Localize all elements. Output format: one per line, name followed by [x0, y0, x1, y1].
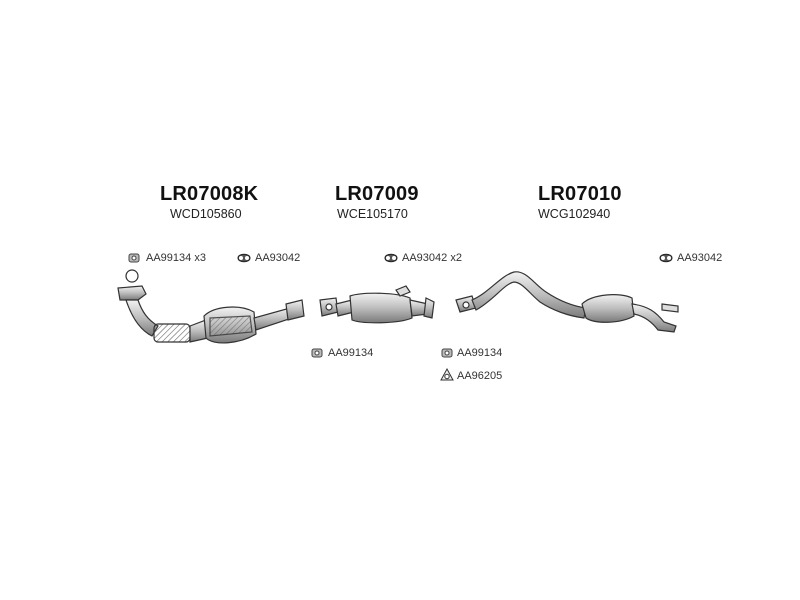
centre-silencer-assembly — [319, 285, 435, 324]
assembly-sub-2: WCE105170 — [337, 207, 408, 221]
rubber-mount-icon — [659, 253, 673, 263]
part-label-p3: AA93042 x2 — [402, 252, 462, 264]
part-label-p6: AA99134 — [457, 347, 503, 359]
rear-silencer-assembly — [455, 271, 679, 333]
clamp-icon — [128, 253, 140, 263]
clamp-icon — [441, 348, 453, 358]
part-label-p1: AA99134 x3 — [146, 252, 206, 264]
assembly-code-1: LR07008K — [160, 183, 259, 205]
gasket-icon — [440, 367, 454, 381]
assembly-sub-1: WCD105860 — [170, 207, 242, 221]
assembly-code-2: LR07009 — [335, 183, 419, 205]
part-label-p5: AA99134 — [328, 347, 374, 359]
part-label-p2: AA93042 — [255, 252, 301, 264]
part-label-p7: AA96205 — [457, 370, 503, 382]
clamp-icon — [311, 348, 323, 358]
rubber-mount-icon — [237, 253, 251, 263]
downpipe-catalyst-assembly — [117, 269, 305, 344]
assembly-code-3: LR07010 — [538, 183, 622, 205]
rubber-mount-icon — [384, 253, 398, 263]
assembly-sub-3: WCG102940 — [538, 207, 611, 221]
part-label-p4: AA93042 — [677, 252, 723, 264]
